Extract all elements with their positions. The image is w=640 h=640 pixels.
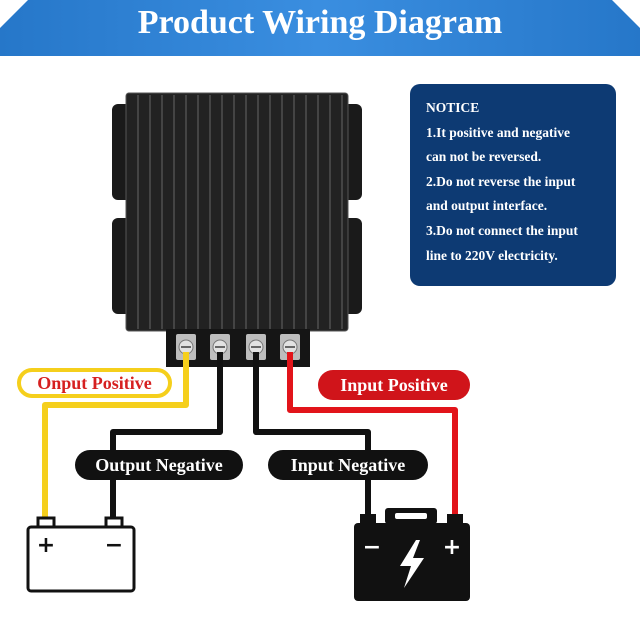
- input-negative-label: Input Negative: [268, 450, 428, 480]
- banner-background: [0, 0, 640, 56]
- battery-left-plus: +: [37, 533, 55, 558]
- lightning-bolt-icon: [400, 540, 424, 588]
- notice-line: 2.Do not reverse the input: [426, 173, 576, 189]
- notice-line: and output interface.: [426, 198, 548, 214]
- car-battery-icon: − +: [354, 508, 470, 601]
- input-positive-wire: [287, 352, 458, 514]
- notice-line: 1.It positive and negative: [426, 124, 571, 140]
- notice-line: 3.Do not connect the input: [426, 222, 578, 238]
- terminal-screws: [176, 334, 300, 360]
- battery-right-minus: −: [363, 535, 381, 560]
- battery-right-plus: +: [443, 535, 461, 560]
- notice-panel: NOTICE 1.It positive and negative can no…: [410, 84, 616, 286]
- output-negative-label: Output Negative: [75, 450, 243, 480]
- battery-left-minus: −: [105, 533, 123, 558]
- battery-outline-icon: + −: [26, 516, 136, 593]
- output-positive-wire: [42, 352, 189, 520]
- notice-heading: NOTICE: [426, 100, 480, 115]
- notice-line: can not be reversed.: [426, 149, 542, 165]
- converter-module: [112, 92, 362, 367]
- input-positive-label: Input Positive: [318, 370, 470, 400]
- output-positive-label: Onput Positive: [17, 368, 172, 398]
- notice-line: line to 220V electricity.: [426, 247, 558, 263]
- page-title: Product Wiring Diagram: [137, 4, 503, 41]
